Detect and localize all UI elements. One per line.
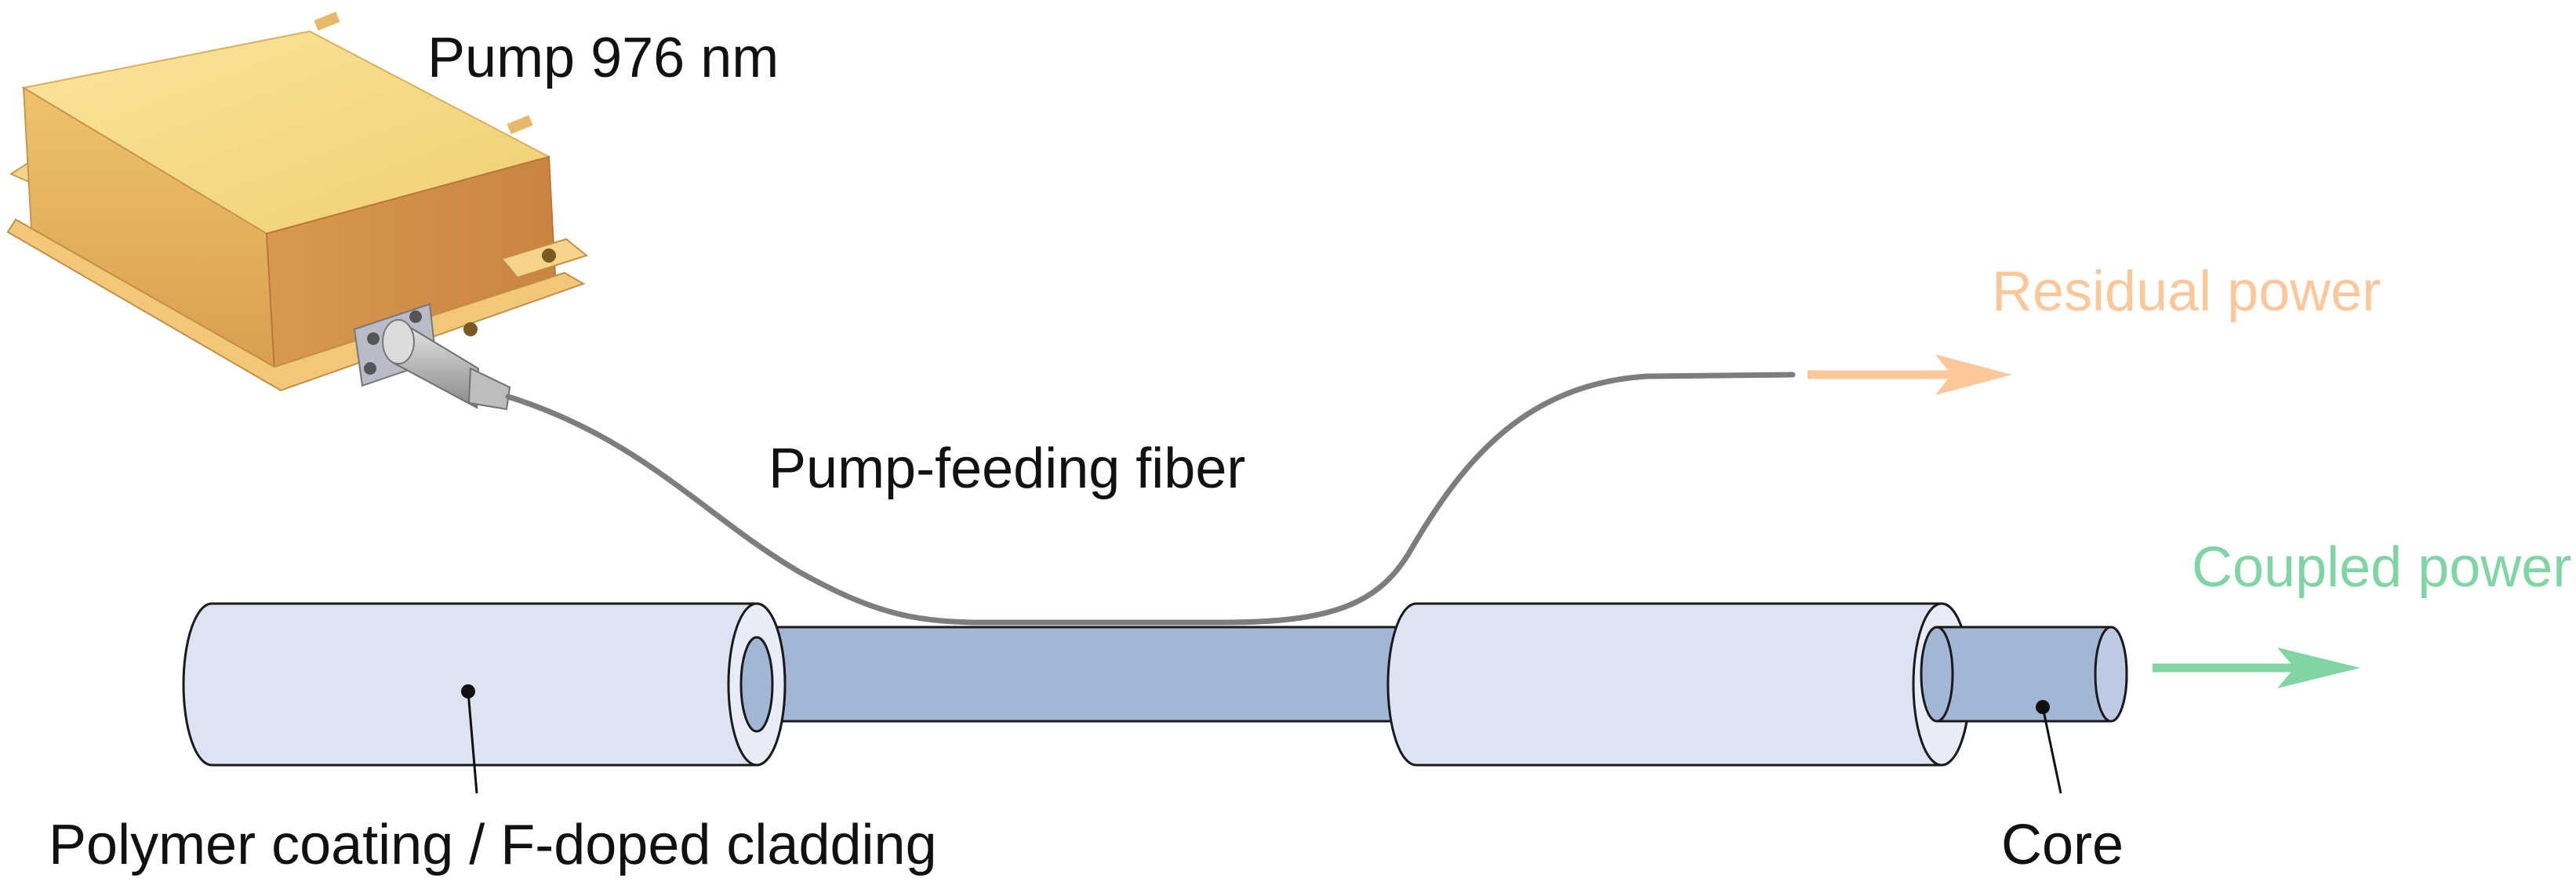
core-label: Core bbox=[2001, 814, 2124, 876]
residual-power-label: Residual power bbox=[1992, 260, 2382, 323]
pump-feeding-fiber-label: Pump-feeding fiber bbox=[768, 437, 1246, 500]
coating-label: Polymer coating / F-doped cladding bbox=[49, 814, 937, 876]
coupled-power-arrow-icon bbox=[2153, 648, 2360, 688]
pump-label: Pump 976 nm bbox=[427, 27, 779, 89]
pump-feeding-fiber bbox=[505, 372, 1796, 626]
pump-module-icon bbox=[6, 11, 589, 411]
coating-pointer bbox=[461, 684, 478, 794]
residual-power-arrow-icon bbox=[1808, 354, 2012, 395]
core-pointer bbox=[2036, 700, 2062, 794]
coupled-power-label: Coupled power bbox=[2192, 536, 2572, 599]
main-fiber bbox=[182, 602, 2128, 767]
